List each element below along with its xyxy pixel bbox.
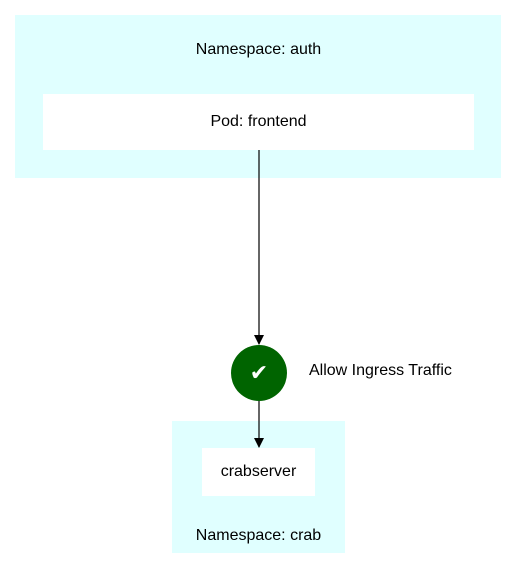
pod-frontend-node[interactable]: Pod: frontend — [43, 94, 474, 150]
check-icon: ✔ — [249, 360, 269, 385]
policy-label: Allow Ingress Traffic — [309, 362, 452, 379]
pod-frontend-label: Pod: frontend — [210, 113, 307, 130]
pod-crabserver-label: crabserver — [220, 463, 297, 480]
policy-node[interactable]: ✔ — [231, 345, 287, 401]
namespace-auth-label: Namespace: auth — [195, 41, 322, 58]
pod-crabserver-node[interactable]: crabserver — [202, 448, 315, 496]
namespace-crab-label: Namespace: crab — [195, 527, 322, 544]
